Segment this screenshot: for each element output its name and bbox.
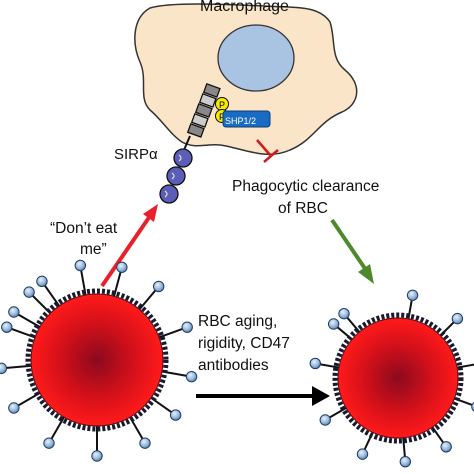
cd47-stalk <box>328 406 349 419</box>
cd47-ball <box>8 402 20 414</box>
rbc-right <box>309 289 474 468</box>
cd47-ball <box>338 307 350 320</box>
sirpa-transmembrane <box>183 83 221 151</box>
nucleus <box>217 24 295 92</box>
cd47-ball <box>139 437 151 449</box>
cd47-ball <box>74 259 87 272</box>
clearance-arrow <box>330 218 374 284</box>
cd47-ball <box>451 312 464 325</box>
conditions-label-line3: antibodies <box>198 357 269 374</box>
rbc-left <box>0 259 198 462</box>
rbc-membrane <box>332 312 464 444</box>
sirpa-ig-domains <box>159 148 193 204</box>
cd47-ball <box>116 261 128 273</box>
phospho-label-2: P <box>219 112 225 122</box>
dont-eat-me-arrow <box>100 204 158 288</box>
cd47-ball <box>309 357 321 370</box>
dont-eat-me-label-line2: me” <box>80 241 107 258</box>
cd47-ball <box>399 455 412 468</box>
cd47-ball <box>0 362 8 375</box>
cd47-stalk <box>454 363 474 369</box>
conditions-label-line1: RBC aging, <box>198 313 278 330</box>
macrophage-label: Macrophage <box>200 0 289 15</box>
shp-box <box>222 110 271 128</box>
transition-arrow <box>196 386 330 406</box>
shp-label: SHP1/2 <box>225 116 257 126</box>
cd47-stalk <box>156 327 184 340</box>
dont-eat-me-label-line1: “Don’t eat <box>50 220 118 237</box>
cd47-ball <box>471 401 474 412</box>
rbc-body <box>30 293 164 427</box>
conditions-label-line2: rigidity, CD47 <box>198 335 290 352</box>
cd47-ball <box>406 289 419 301</box>
cd47-stalk <box>50 414 66 441</box>
cd47-ball <box>36 275 48 288</box>
cd47-ball <box>1 321 13 333</box>
clearance-label-line2: of RBC <box>278 200 328 217</box>
cd47-stalk <box>319 363 342 369</box>
sirpa-label: SIRPα <box>114 146 158 163</box>
cd47-ball <box>8 306 20 318</box>
cd47-stalk <box>402 435 406 458</box>
phospho-label-1: P <box>219 100 225 110</box>
cd47-ball <box>181 321 193 333</box>
cd47-ball <box>319 414 331 426</box>
cd47-ball <box>169 409 182 421</box>
cd47-ball <box>43 437 55 449</box>
cd47-ball <box>153 280 165 293</box>
cd47-ball <box>23 286 35 298</box>
cd47-ball <box>356 448 369 460</box>
cd47-ball <box>91 450 103 462</box>
cd47-ball <box>327 318 340 330</box>
cd47-ball <box>440 441 452 453</box>
rbc-membrane <box>25 288 169 432</box>
clearance-label-line1: Phagocytic clearance <box>232 178 380 195</box>
inhibition-arrow <box>256 139 279 163</box>
cd47-ball <box>185 370 198 383</box>
rbc-body <box>337 317 459 439</box>
